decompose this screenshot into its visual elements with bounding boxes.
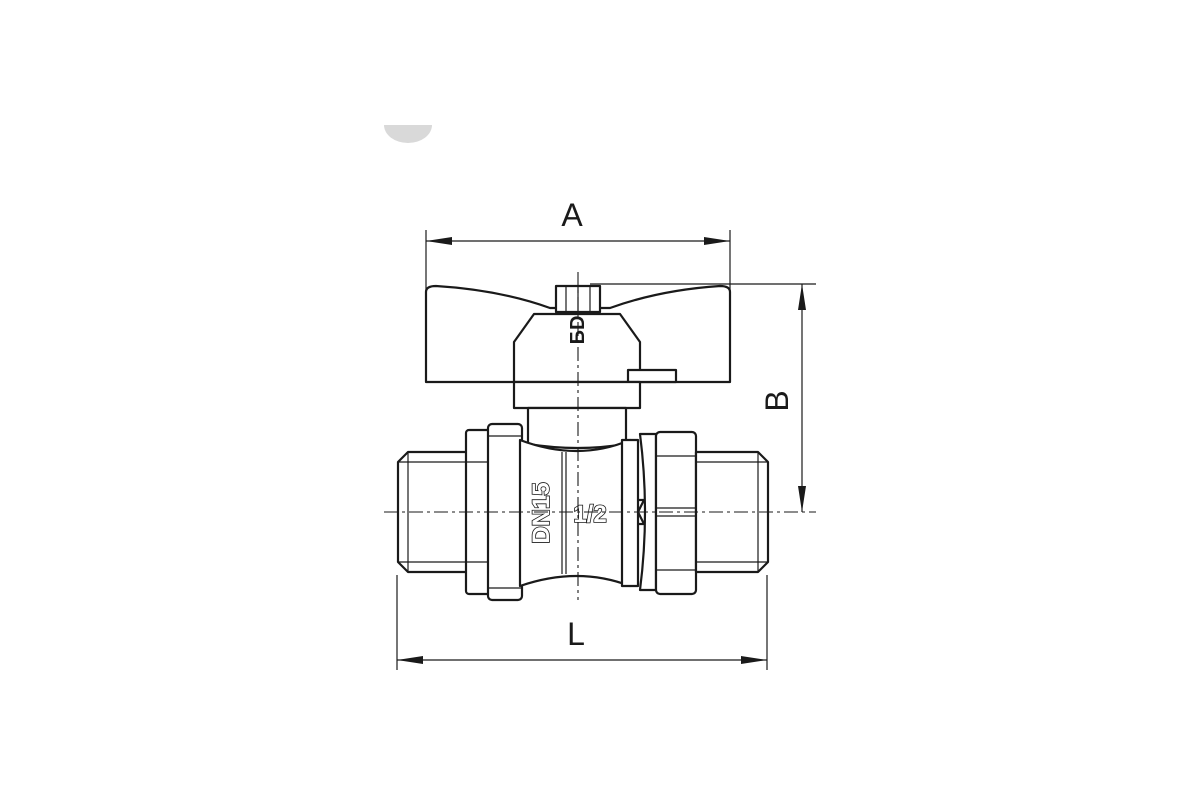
nominal-size-label: DN15 <box>528 482 555 543</box>
right-coupling-nut <box>620 430 698 596</box>
dimension-a-label: A <box>561 197 583 233</box>
dimension-b: B <box>590 283 816 512</box>
left-threaded-end <box>396 450 470 574</box>
faded-circle-mark <box>384 125 432 143</box>
right-threaded-end <box>694 450 770 574</box>
dimension-l: L <box>396 575 768 670</box>
dimension-b-label: B <box>759 390 795 411</box>
valve-neck <box>512 380 642 450</box>
dimension-a: A <box>425 197 731 298</box>
dimension-l-label: L <box>567 616 585 652</box>
